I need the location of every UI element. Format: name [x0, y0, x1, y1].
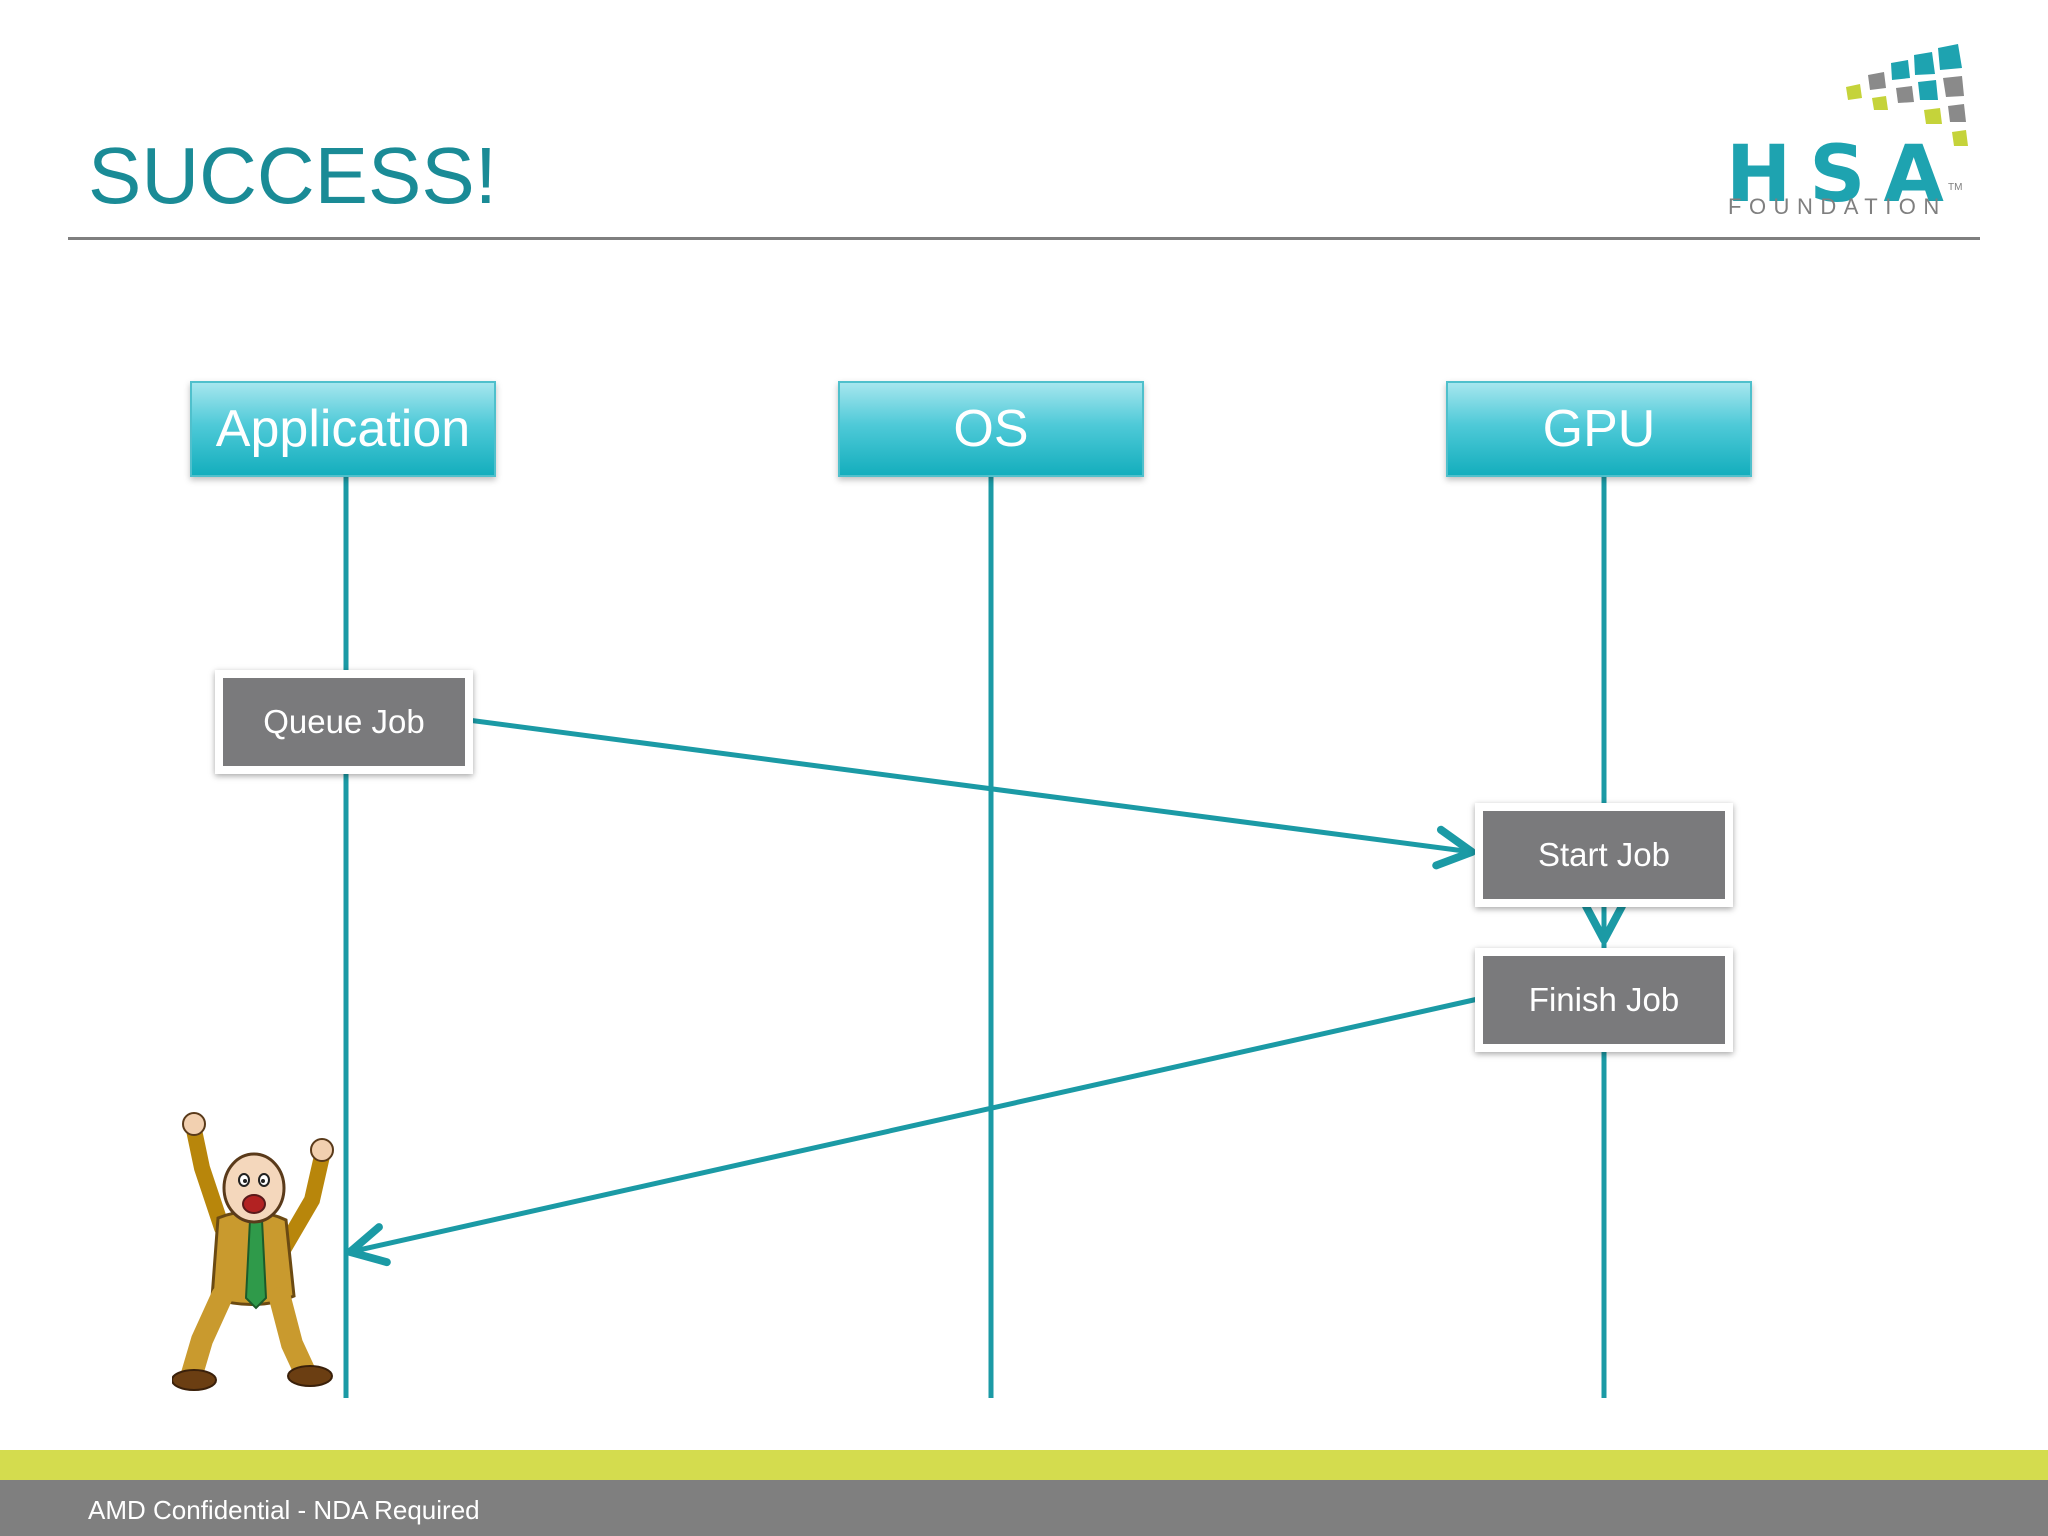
step-label: Start Job	[1483, 811, 1725, 899]
lane-header-application: Application	[190, 381, 496, 477]
logo-subtitle: FOUNDATION	[1728, 194, 1947, 219]
lane-header-gpu: GPU	[1446, 381, 1752, 477]
logo-squares-icon	[1846, 44, 1968, 146]
message-queue-to-start	[467, 717, 1476, 870]
hsa-foundation-logo: HSA TM FOUNDATION	[1726, 38, 1976, 228]
cheering-man-icon	[172, 1112, 334, 1391]
step-start-job: Start Job	[1475, 803, 1733, 907]
lane-header-os: OS	[838, 381, 1144, 477]
step-queue-job: Queue Job	[215, 670, 473, 774]
message-finish-to-application	[346, 996, 1479, 1267]
footer-accent-band	[0, 1450, 2048, 1480]
step-label: Finish Job	[1483, 956, 1725, 1044]
title-divider	[68, 237, 1980, 240]
logo-trademark: TM	[1948, 182, 1963, 193]
step-finish-job: Finish Job	[1475, 948, 1733, 1052]
slide-title: SUCCESS!	[88, 131, 497, 220]
step-label: Queue Job	[223, 678, 465, 766]
logo-wordmark: HSA	[1726, 130, 1962, 220]
footer-confidential-text: AMD Confidential - NDA Required	[88, 1495, 480, 1525]
footer-bar	[0, 1480, 2048, 1536]
